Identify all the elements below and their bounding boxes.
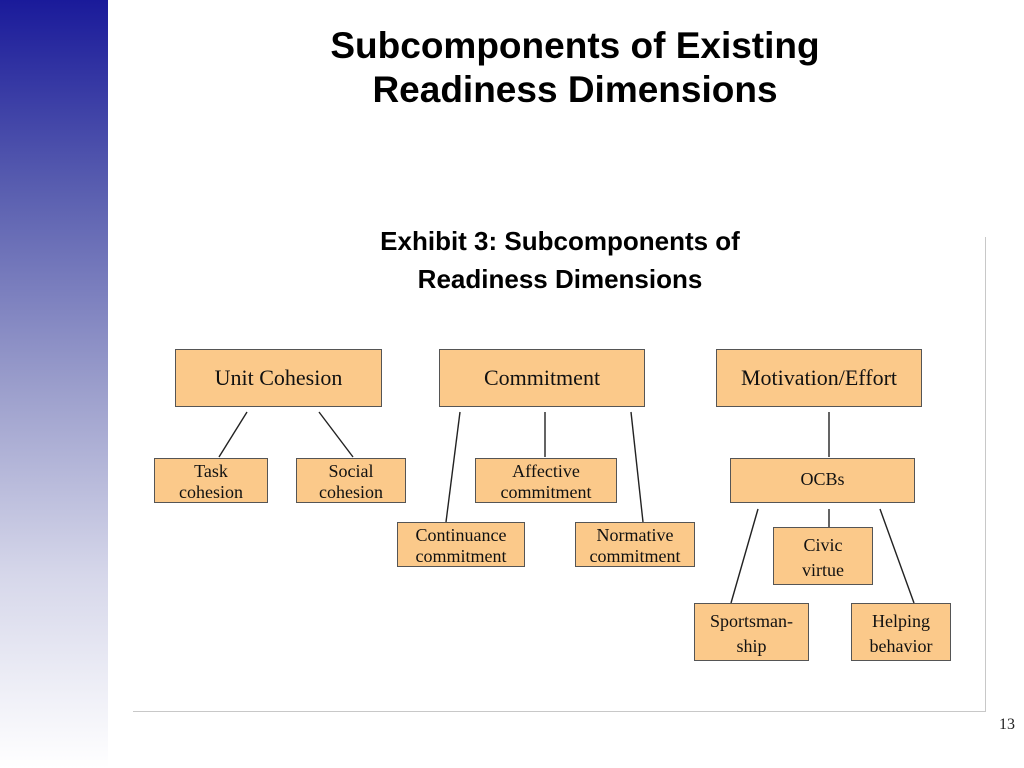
- slide-title-line-1: Subcomponents of Existing: [330, 25, 820, 66]
- node-affective-commitment-line-2: commitment: [500, 482, 592, 502]
- node-normative-commitment-line-2: commitment: [589, 546, 681, 566]
- node-affective-commitment-line-1: Affective: [512, 461, 580, 481]
- node-ocbs: OCBs: [730, 458, 915, 503]
- exhibit-frame-bottom-edge: [133, 711, 986, 712]
- node-continuance-commitment-line-2: commitment: [415, 546, 507, 566]
- node-continuance-commitment-line-1: Continuance: [415, 525, 507, 545]
- node-helping-behavior: Helping behavior: [851, 603, 951, 661]
- node-continuance-commitment: Continuance commitment: [397, 522, 525, 567]
- node-commitment-label: Commitment: [483, 365, 601, 390]
- node-sportsmanship-line-2: ship: [736, 636, 767, 656]
- node-civic-virtue-line-2: virtue: [802, 560, 844, 580]
- exhibit-title-line-1: Exhibit 3: Subcomponents of: [380, 226, 740, 256]
- node-task-cohesion: Task cohesion: [154, 458, 268, 503]
- node-helping-behavior-line-1: Helping: [872, 611, 930, 631]
- node-social-cohesion-line-2: cohesion: [319, 482, 383, 502]
- node-sportsmanship: Sportsman- ship: [694, 603, 809, 661]
- node-commitment: Commitment: [439, 349, 645, 407]
- slide-title-line-2: Readiness Dimensions: [372, 69, 778, 110]
- connector-commitment-continuance: [445, 411, 461, 523]
- node-social-cohesion: Social cohesion: [296, 458, 406, 503]
- node-normative-commitment: Normative commitment: [575, 522, 695, 567]
- node-affective-commitment: Affective commitment: [475, 458, 617, 503]
- node-unit-cohesion: Unit Cohesion: [175, 349, 382, 407]
- connector-ocbs-helping-behavior: [879, 508, 915, 604]
- node-civic-virtue-line-1: Civic: [803, 535, 843, 555]
- connector-unit-cohesion-social-cohesion: [318, 411, 354, 458]
- node-helping-behavior-line-2: behavior: [869, 636, 933, 656]
- page-number: 13: [999, 716, 1015, 733]
- decorative-side-bar: [0, 0, 108, 768]
- node-sportsmanship-line-1: Sportsman-: [710, 611, 793, 631]
- exhibit-title: Exhibit 3: Subcomponents of Readiness Di…: [300, 222, 820, 298]
- connector-commitment-normative: [630, 411, 644, 523]
- connector-unit-cohesion-task-cohesion: [218, 411, 248, 458]
- slide-title: Subcomponents of Existing Readiness Dime…: [240, 24, 910, 112]
- node-task-cohesion-line-1: Task: [194, 461, 228, 481]
- node-normative-commitment-line-1: Normative: [596, 525, 674, 545]
- node-unit-cohesion-label: Unit Cohesion: [214, 365, 343, 390]
- node-civic-virtue: Civic virtue: [773, 527, 873, 585]
- exhibit-frame-right-edge: [985, 237, 986, 711]
- node-social-cohesion-line-1: Social: [328, 461, 374, 481]
- node-task-cohesion-line-2: cohesion: [179, 482, 243, 502]
- connector-ocbs-sportsmanship: [730, 508, 759, 604]
- node-motivation-effort-label: Motivation/Effort: [740, 365, 898, 390]
- node-motivation-effort: Motivation/Effort: [716, 349, 922, 407]
- node-ocbs-label: OCBs: [800, 469, 845, 489]
- exhibit-title-line-2: Readiness Dimensions: [417, 264, 703, 294]
